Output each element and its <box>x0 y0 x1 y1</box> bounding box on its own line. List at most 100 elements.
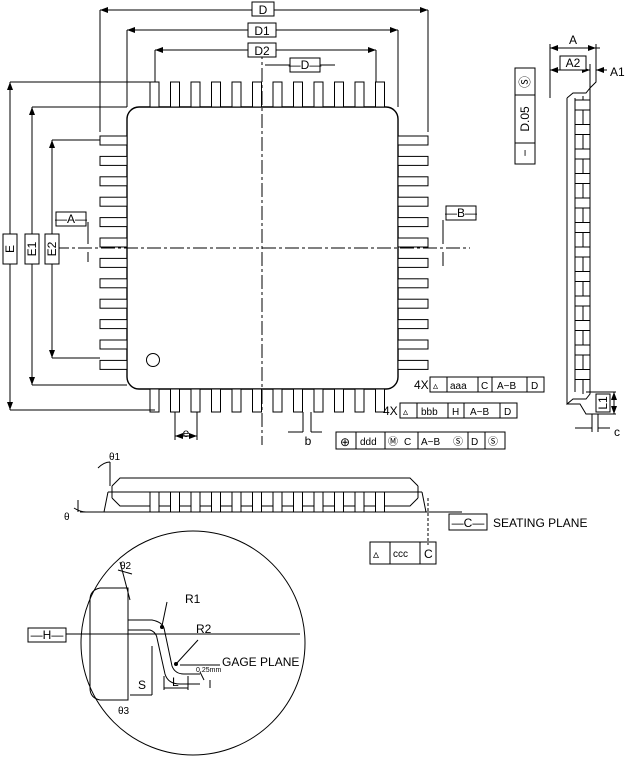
gage-value: 0.25mm <box>196 667 221 674</box>
top-leads <box>149 81 385 108</box>
lead <box>397 155 429 166</box>
lead <box>231 388 242 413</box>
lead <box>190 81 201 108</box>
lead <box>574 197 591 209</box>
dim-e: e <box>183 426 190 440</box>
svg-text:⊕: ⊕ <box>340 435 350 449</box>
lead <box>99 176 128 187</box>
svg-text:4X: 4X <box>414 378 429 392</box>
lead <box>375 388 385 413</box>
lead <box>397 319 429 330</box>
front-leads <box>149 491 385 513</box>
lead <box>313 81 324 108</box>
lead <box>99 278 128 289</box>
lead <box>170 81 180 108</box>
datum-B-ref: —B— <box>445 206 477 220</box>
lead <box>190 388 201 413</box>
lead <box>574 99 591 111</box>
lead <box>99 339 128 350</box>
svg-text:▵: ▵ <box>373 547 379 561</box>
lead <box>397 135 429 146</box>
bottom-leads <box>149 388 385 413</box>
gage-plane-label: GAGE PLANE <box>222 655 299 669</box>
svg-text:▵: ▵ <box>403 407 408 418</box>
svg-text:▵: ▵ <box>433 381 438 392</box>
dim-L1: L1 <box>596 396 610 410</box>
lead <box>149 81 160 108</box>
fcf-row-2: 4X ▵ bbb H A−B D <box>383 404 511 418</box>
fcf-s-symbol: Ⓢ <box>518 76 532 88</box>
svg-text:ccc: ccc <box>393 549 408 560</box>
svg-text:bbb: bbb <box>421 407 438 418</box>
lead <box>190 491 201 513</box>
lead <box>149 388 160 413</box>
lead <box>293 388 303 413</box>
lead <box>231 81 242 108</box>
lead <box>231 491 242 513</box>
detail-view <box>60 530 306 756</box>
lead <box>334 81 344 108</box>
lead <box>272 491 283 513</box>
fcf-dash: − <box>518 149 532 156</box>
lead <box>211 81 221 108</box>
dim-D2: D2 <box>254 44 270 58</box>
dimension-arrows <box>7 7 428 439</box>
dim-E1: E1 <box>25 241 39 256</box>
theta2-detail: θ2 <box>120 561 132 572</box>
datum-H-ref: —H— <box>31 628 64 642</box>
svg-text:A−B: A−B <box>497 381 517 392</box>
lead <box>334 388 344 413</box>
dim-D: D <box>259 3 268 17</box>
lead <box>397 298 429 309</box>
top-view <box>9 9 470 445</box>
lead <box>397 217 429 228</box>
lead <box>252 81 262 108</box>
lead <box>574 369 591 380</box>
dim-b: b <box>305 434 312 448</box>
svg-text:A−B: A−B <box>470 407 490 418</box>
lead <box>99 359 128 370</box>
right-leads <box>397 135 429 370</box>
lead <box>149 491 160 513</box>
lead <box>574 320 591 331</box>
lead <box>397 278 429 289</box>
lead <box>252 491 262 513</box>
theta1-front: θ1 <box>109 452 121 463</box>
lead <box>99 135 128 146</box>
lead <box>354 388 365 413</box>
lead <box>252 388 262 413</box>
side-view <box>549 44 616 432</box>
lead <box>375 491 385 513</box>
lead <box>334 491 344 513</box>
lead <box>211 388 221 413</box>
lead <box>99 257 128 268</box>
lead <box>170 388 180 413</box>
lead <box>397 359 429 370</box>
svg-text:Ⓢ: Ⓢ <box>453 436 463 448</box>
dim-R1: R1 <box>185 592 201 606</box>
lead <box>99 217 128 228</box>
lead <box>272 81 283 108</box>
side-leads <box>574 99 591 380</box>
lead <box>397 257 429 268</box>
pin1-marker <box>146 353 160 367</box>
lead <box>375 81 385 108</box>
svg-text:Ⓜ: Ⓜ <box>388 436 398 448</box>
lead <box>574 173 591 184</box>
svg-text:C: C <box>424 547 433 561</box>
lead <box>313 491 324 513</box>
svg-text:D: D <box>471 437 478 448</box>
svg-text:D: D <box>531 381 538 392</box>
dim-L: L <box>172 675 179 689</box>
lead <box>99 298 128 309</box>
dim-D005: D.05 <box>518 106 532 132</box>
svg-text:H: H <box>452 407 459 418</box>
fcf-frames <box>335 376 545 565</box>
lead <box>574 271 591 282</box>
lead <box>211 491 221 513</box>
dim-label-boxes <box>2 1 477 265</box>
dim-E: E <box>3 245 17 253</box>
lead <box>272 388 283 413</box>
lead <box>293 491 303 513</box>
